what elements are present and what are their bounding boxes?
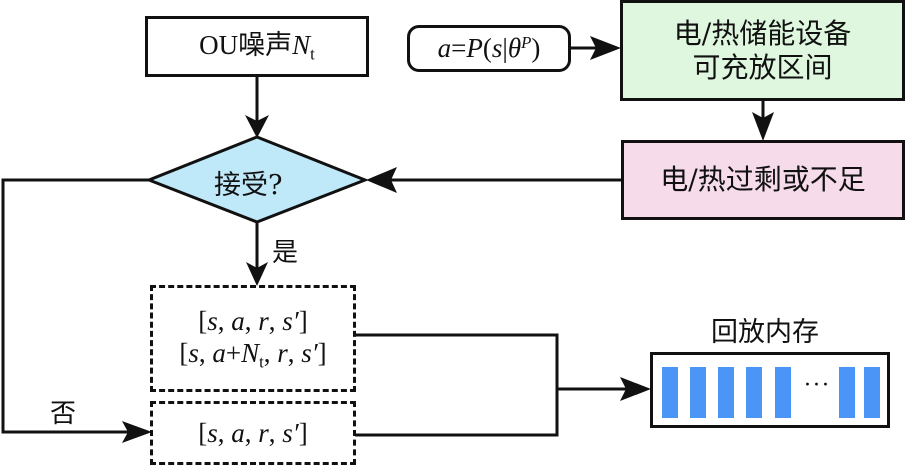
transition-single-box: [s, a, r, s′] <box>150 401 356 465</box>
arrowhead <box>122 421 152 443</box>
replay-memory-buffer: ··· <box>650 352 890 428</box>
next-state: s′ <box>282 305 299 336</box>
equals: = <box>451 33 467 64</box>
next-state: s′ <box>282 417 299 448</box>
bracket: [ <box>179 337 189 368</box>
bracket: ] <box>317 337 327 368</box>
surplus-shortage-box: 电/热过剩或不足 <box>621 140 905 220</box>
storage-range-box: 电/热储能设备 可充放区间 <box>620 0 905 101</box>
transition-line2: [s, a+Nt, r, s′] <box>179 337 326 372</box>
sep: , <box>287 337 302 368</box>
memory-slot <box>775 367 791 418</box>
plus: + <box>225 337 242 368</box>
memory-slot <box>839 367 855 418</box>
edge-pair-to-merge <box>355 333 559 437</box>
transition-single-line: [s, a, r, s′] <box>198 417 307 449</box>
transition-pair-box: [s, a, r, s′] [s, a+Nt, r, s′] <box>150 285 356 392</box>
bracket: ] <box>298 305 308 336</box>
arrowhead <box>246 262 268 286</box>
sep: , <box>217 417 232 448</box>
sep: , <box>217 305 232 336</box>
state: s <box>207 305 218 336</box>
given-bar: | <box>502 33 508 64</box>
policy-box: a=P(s|θP) <box>407 25 571 72</box>
noise-subscript: t <box>259 352 264 372</box>
state-symbol: s <box>491 33 503 64</box>
sep: , <box>244 305 259 336</box>
memory-slot <box>864 367 880 418</box>
reward: r <box>258 417 269 448</box>
no-label: 否 <box>50 399 77 429</box>
arrowhead <box>620 377 651 401</box>
noise-subscript: t <box>310 44 315 64</box>
state: s <box>207 417 218 448</box>
memory-slot <box>690 367 706 418</box>
arrowhead <box>245 115 269 138</box>
policy-func: P <box>466 33 483 64</box>
paren-open: ( <box>482 33 492 64</box>
policy-formula: a=P(s|θP) <box>438 32 541 64</box>
reward: r <box>258 305 269 336</box>
bracket: [ <box>198 417 208 448</box>
accept-decision-label: 接受? <box>214 170 283 201</box>
memory-slot <box>662 367 678 418</box>
bracket: ] <box>298 417 308 448</box>
bracket: [ <box>198 305 208 336</box>
sep: , <box>263 337 278 368</box>
sep: , <box>244 417 259 448</box>
arrowhead <box>366 167 397 193</box>
next-state: s′ <box>301 337 318 368</box>
memory-slot <box>746 367 762 418</box>
noise-symbol: N <box>292 29 311 60</box>
memory-ellipsis: ··· <box>804 373 831 398</box>
theta-symbol: θ <box>507 33 522 64</box>
arrowhead <box>752 112 774 141</box>
edge-no <box>1 178 149 434</box>
state: s <box>188 337 199 368</box>
action: a <box>231 305 245 336</box>
storage-line2: 可充放区间 <box>692 50 833 84</box>
sep: , <box>198 337 213 368</box>
reward: r <box>277 337 288 368</box>
arrowhead <box>590 36 621 60</box>
action: a <box>231 417 245 448</box>
transition-line1: [s, a, r, s′] <box>198 305 307 337</box>
ou-noise-prefix: OU噪声 <box>199 29 293 60</box>
replay-memory-title: 回放内存 <box>711 317 819 348</box>
noise-symbol: N <box>241 337 260 368</box>
storage-line1: 电/热储能设备 <box>673 16 852 50</box>
action-symbol: a <box>437 33 452 64</box>
yes-label: 是 <box>272 238 299 268</box>
sep: , <box>268 305 283 336</box>
ou-noise-label: OU噪声Nt <box>199 29 315 64</box>
sep: , <box>268 417 283 448</box>
theta-superscript: P <box>521 33 532 53</box>
action: a <box>212 337 226 368</box>
memory-slot <box>718 367 734 418</box>
surplus-label: 电/热过剩或不足 <box>660 163 866 197</box>
paren-close: ) <box>531 33 541 64</box>
ou-noise-box: OU噪声Nt <box>145 16 369 77</box>
